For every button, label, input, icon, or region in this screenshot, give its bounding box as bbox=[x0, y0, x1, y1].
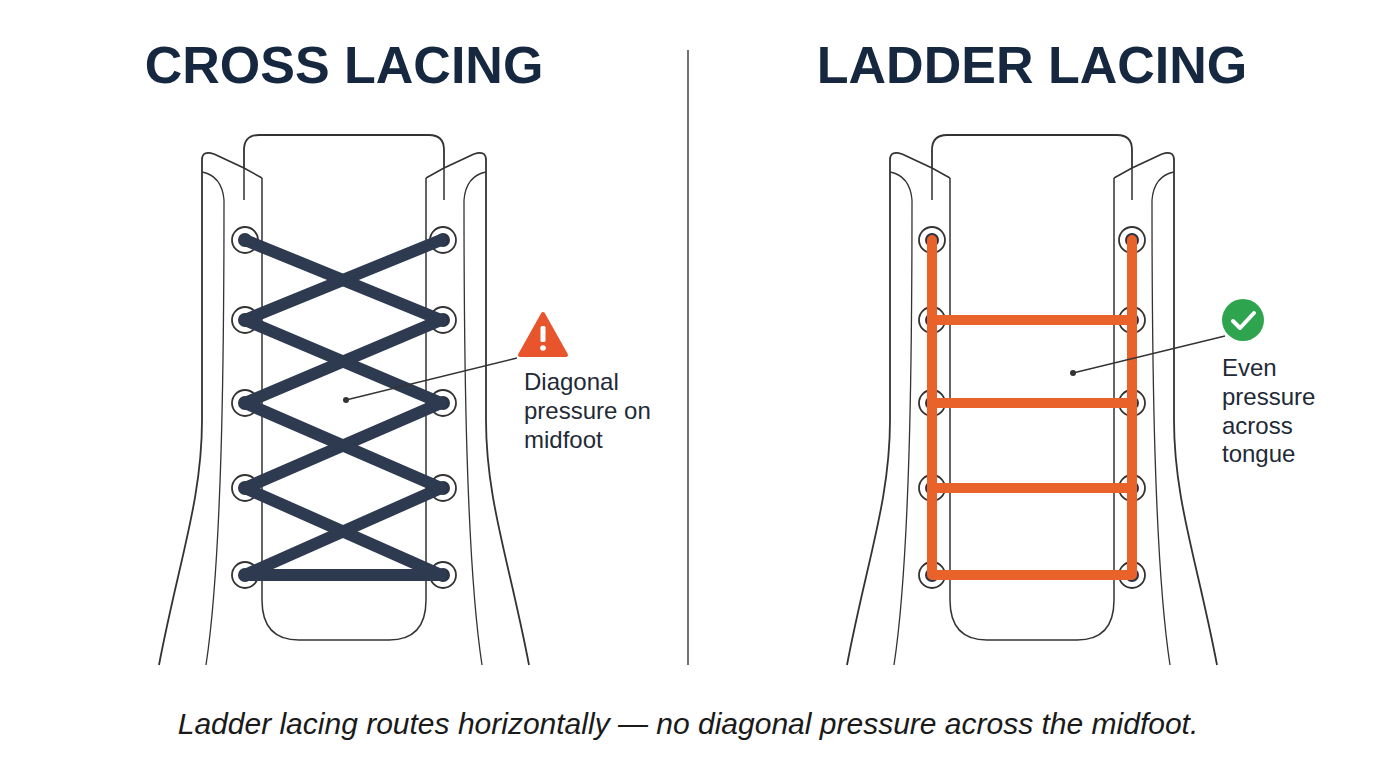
lace bbox=[932, 398, 1132, 408]
warning-mark bbox=[541, 326, 546, 342]
lace bbox=[245, 403, 441, 488]
tongue-outline bbox=[932, 168, 1132, 200]
panel-title: CROSS LACING bbox=[44, 36, 644, 96]
warning-icon bbox=[520, 314, 566, 355]
shoe-illustration bbox=[159, 135, 529, 665]
shoe-outline bbox=[159, 135, 529, 665]
lace bbox=[245, 569, 441, 581]
lace bbox=[245, 488, 441, 575]
divider-line bbox=[687, 50, 689, 665]
lace bbox=[245, 240, 441, 320]
check-mark bbox=[1233, 313, 1254, 328]
lace bbox=[245, 488, 441, 575]
leader-dot bbox=[343, 397, 349, 403]
leader-line bbox=[346, 358, 517, 400]
lace bbox=[932, 483, 1132, 493]
panel-title: LADDER LACING bbox=[732, 36, 1332, 96]
callout-note: Even pressure across tongue bbox=[1222, 354, 1334, 469]
lace bbox=[932, 240, 1132, 575]
lace bbox=[245, 320, 441, 403]
leader-dot bbox=[1070, 370, 1076, 376]
shoe-outline bbox=[847, 135, 1217, 665]
collar-flap bbox=[244, 168, 444, 178]
tongue-outline bbox=[244, 168, 444, 200]
lace bbox=[245, 320, 441, 403]
leader-line bbox=[1073, 336, 1225, 373]
lace bbox=[932, 315, 1132, 325]
shoe-illustration bbox=[847, 135, 1217, 665]
caption: Ladder lacing routes horizontally — no d… bbox=[8, 706, 1368, 742]
check-icon bbox=[1222, 299, 1264, 341]
callout-note: Diagonal pressure on midfoot bbox=[524, 368, 669, 454]
collar-flap bbox=[932, 168, 1132, 178]
lace bbox=[245, 240, 441, 320]
panel-seam bbox=[202, 172, 486, 665]
panel-seam bbox=[890, 172, 1174, 665]
warning-mark bbox=[540, 345, 546, 351]
lace bbox=[245, 403, 441, 488]
